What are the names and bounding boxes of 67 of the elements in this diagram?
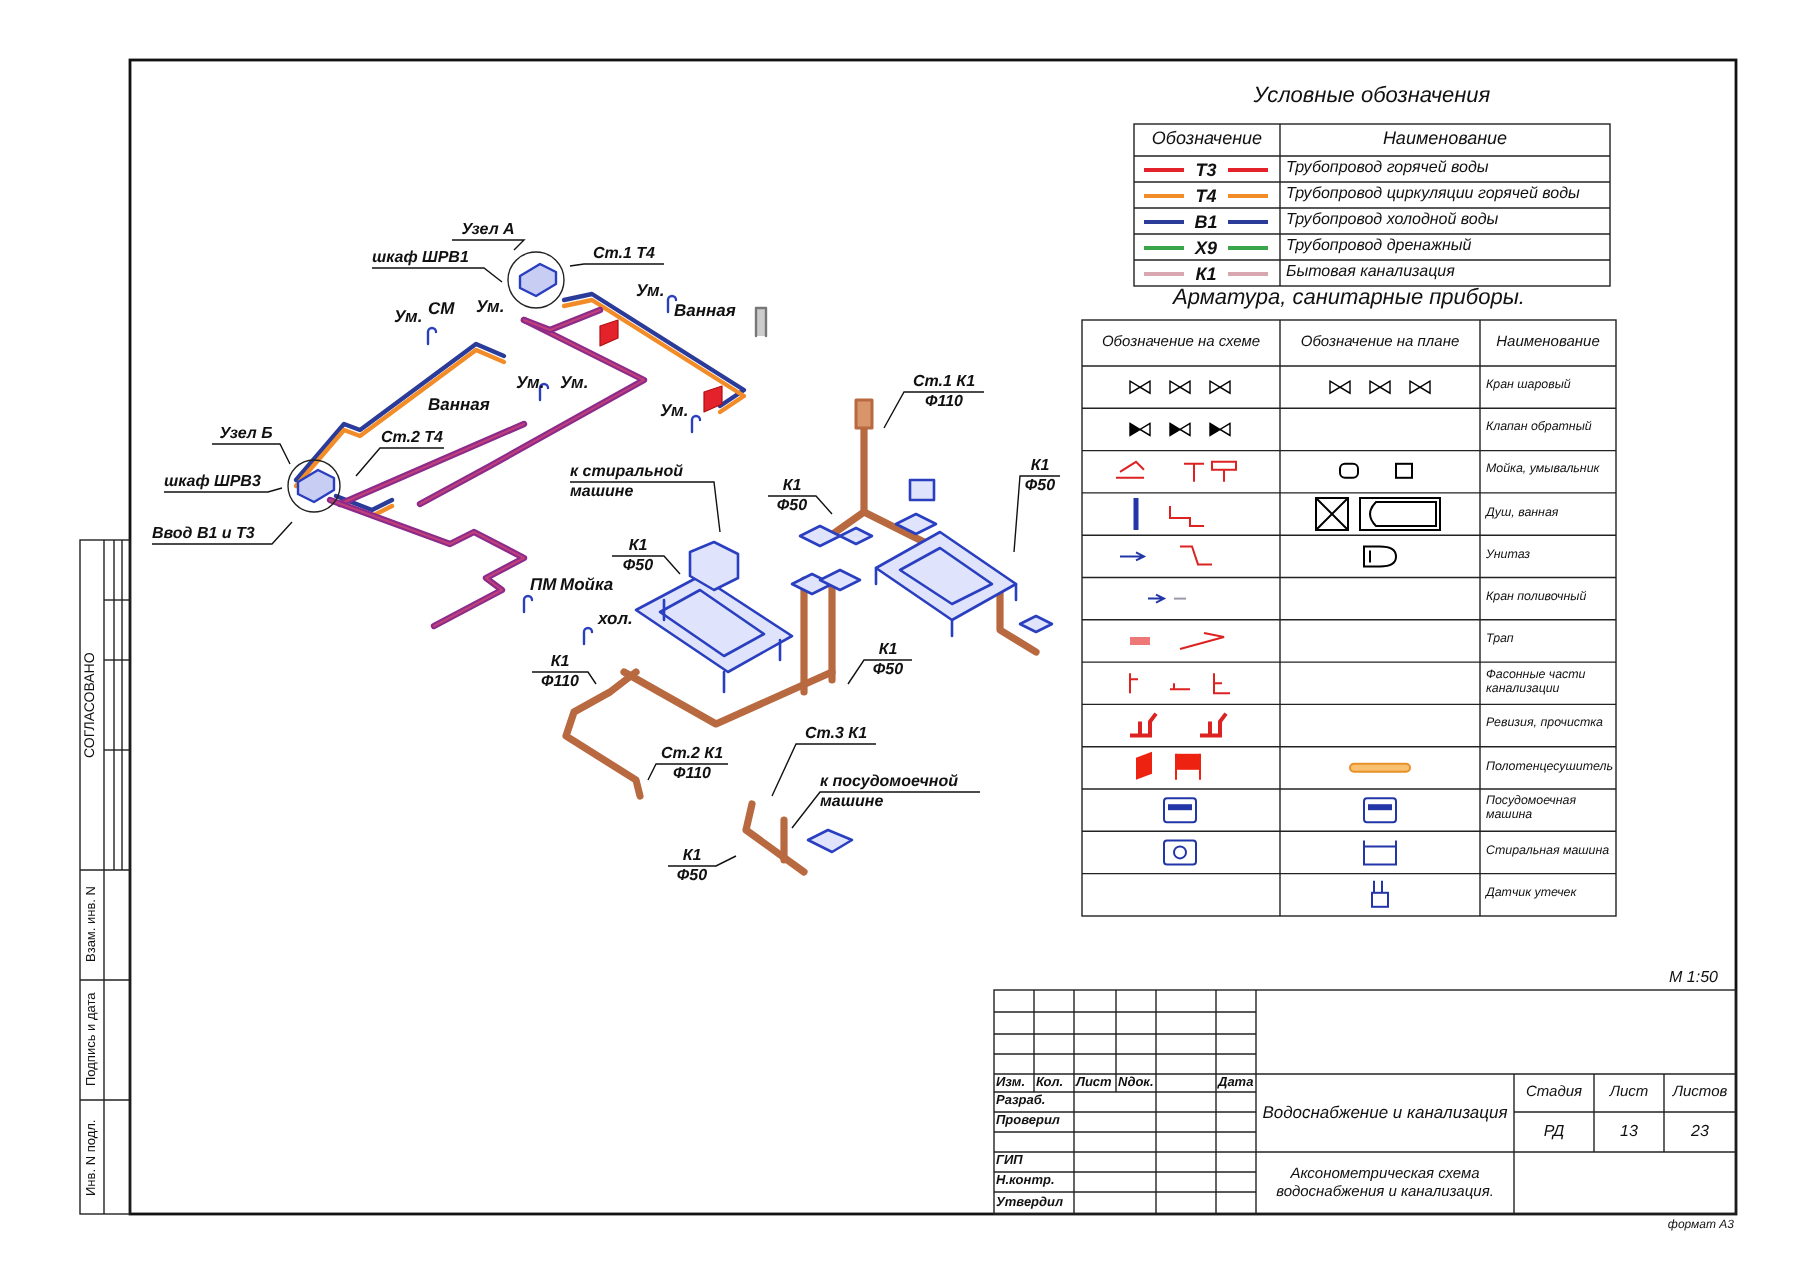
leader-line (451, 239, 526, 251)
leader-line (847, 659, 913, 685)
title-block-field: 23 (1691, 1123, 1709, 1141)
leader-line (355, 447, 445, 477)
pipe-name: Трубопровод дренажный (1286, 238, 1472, 256)
fixture-label: Ум. (516, 372, 545, 392)
title-block-field: РД (1543, 1123, 1565, 1141)
callout-text: Ст.1 К1 Ф110 (904, 372, 984, 412)
callout-text: Ст.3 К1 (796, 724, 876, 744)
fixture-label: Ум. (476, 296, 505, 316)
title-block-field: 13 (1620, 1123, 1638, 1141)
callout-text: К1 Ф50 (864, 640, 912, 680)
callout-text: Ст.2 К1 Ф110 (656, 744, 728, 784)
callout-text: К1 Ф50 (612, 536, 664, 576)
line-code: Х9 (1184, 237, 1228, 257)
line-code: К1 (1184, 263, 1228, 283)
table-title: Условные обозначения (1253, 84, 1491, 110)
line-code: В1 (1184, 211, 1228, 231)
fixture-label: Ум. (636, 280, 665, 300)
callout-text: к стиральной машине (570, 462, 714, 502)
table-title: Арматура, санитарные приборы. (1172, 285, 1525, 311)
room-label: Ванная (428, 394, 490, 414)
fixture-label: хол. (598, 608, 633, 628)
sheet-title: Водоснабжение и канализация (1262, 1103, 1508, 1123)
line-code: Т4 (1184, 185, 1228, 205)
column-heading: Наименование (1382, 130, 1508, 150)
callout-text: К1 Ф50 (1020, 456, 1060, 496)
leader-line (791, 791, 981, 829)
fixture-label: Мойка (560, 574, 614, 594)
callout-text: Ст.2 Т4 (380, 428, 444, 448)
fixture-label: ПМ (530, 574, 557, 594)
fixture-label: Ум. (660, 400, 689, 420)
leader-line (569, 481, 721, 533)
column-heading: Обозначение (1151, 130, 1263, 150)
leader-line (569, 263, 665, 267)
room-label: Ванная (674, 300, 736, 320)
line-code: Т3 (1184, 159, 1228, 179)
leader-line (647, 763, 729, 781)
callout-text: к посудомоечной машине (820, 772, 980, 812)
leader-line (1013, 475, 1061, 553)
leader-line (163, 487, 283, 493)
callout-text: К1 Ф50 (768, 476, 816, 516)
callout-text: К1 Ф110 (532, 652, 588, 692)
leader-line (371, 267, 503, 283)
fixture-label: Ум. (394, 306, 423, 326)
leader-line (767, 495, 833, 515)
pipe-name: Трубопровод холодной воды (1286, 212, 1499, 230)
leader-line (883, 391, 985, 429)
leader-line (211, 443, 291, 465)
pipe-name: Трубопровод горячей воды (1286, 160, 1489, 178)
callout-text: шкаф ШРВ3 (164, 472, 268, 492)
fixture-label: Ум. (560, 372, 589, 392)
leader-line (151, 521, 293, 545)
pipe-name: Трубопровод циркуляции горячей воды (1286, 186, 1580, 204)
pipe-name: Бытовая канализация (1286, 264, 1455, 282)
callout-text: Ввод В1 и Т3 (152, 524, 272, 544)
callout-text: К1 Ф50 (668, 846, 716, 886)
callout-text: шкаф ШРВ1 (372, 248, 484, 268)
callout-text: Узел Б (212, 424, 280, 444)
callout-text: Узел А (452, 220, 524, 240)
leader-line (531, 671, 597, 685)
leader-line (771, 743, 877, 797)
callout-text: Ст.1 Т4 (584, 244, 664, 264)
scale-text: М 1:50 (1669, 969, 1718, 987)
fixture-label: СМ (428, 298, 455, 318)
leader-line (667, 855, 737, 867)
leader-line (611, 555, 681, 575)
